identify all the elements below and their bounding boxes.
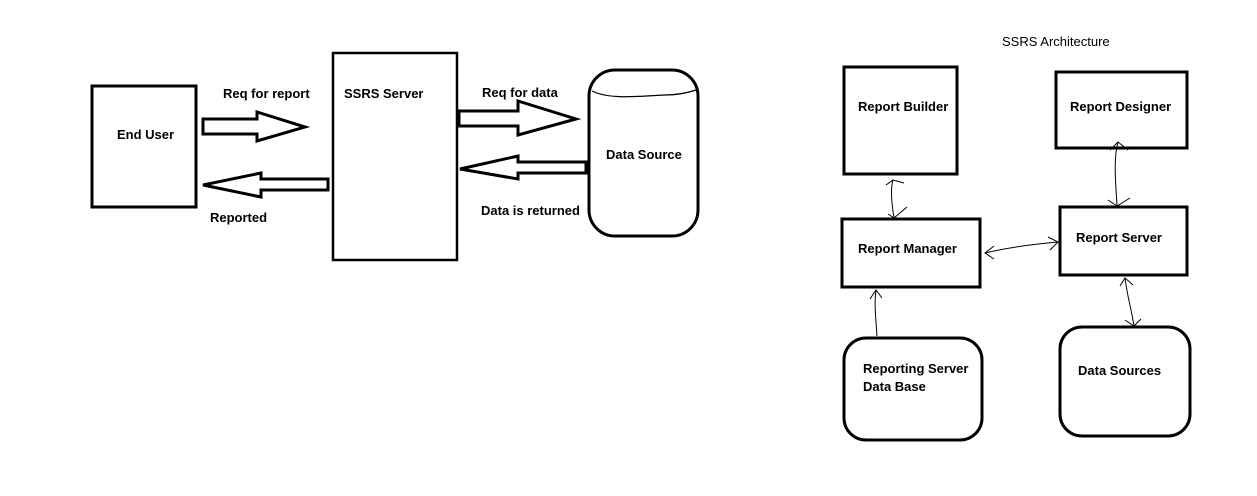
- data-source-cylinder-top-curve: [591, 89, 697, 98]
- manager-db-arrowhead-top: [869, 289, 883, 300]
- server-datasources-arrowhead-bottom: [1124, 318, 1142, 327]
- end-user-label: End User: [117, 127, 174, 142]
- builder-manager-arrowhead-bottom: [887, 206, 908, 219]
- req-for-data-arrow: [457, 98, 582, 137]
- report-manager-box: [840, 217, 982, 289]
- ssrs-architecture-labels: SSRS Architecture Report Builder Report …: [858, 34, 1171, 394]
- ssrs-server-label: SSRS Server: [344, 86, 424, 101]
- report-server-label: Report Server: [1076, 230, 1162, 245]
- reporting-server-db-label-line1: Reporting Server: [863, 361, 968, 376]
- manager-server-connector: [984, 241, 1059, 254]
- request-flow-diagram: [90, 51, 700, 262]
- architecture-title: SSRS Architecture: [1002, 34, 1110, 49]
- data-sources-label: Data Sources: [1078, 363, 1161, 378]
- manager-server-arrowhead-right: [1047, 236, 1059, 251]
- reporting-server-db-label-line2: Data Base: [863, 379, 926, 394]
- builder-manager-connector: [890, 179, 895, 219]
- server-datasources-connector: [1124, 277, 1135, 327]
- manager-db-connector: [874, 289, 878, 337]
- req-for-report-label: Req for report: [223, 86, 310, 101]
- designer-server-connector: [1114, 141, 1119, 207]
- manager-server-arrowhead-left: [984, 245, 995, 260]
- builder-manager-arrowhead-top: [885, 179, 905, 186]
- data-is-returned-label: Data is returned: [481, 203, 580, 218]
- ssrs-architecture-diagram: [840, 65, 1192, 442]
- data-source-label: Data Source: [606, 147, 682, 162]
- reporting-server-db-box: [842, 336, 984, 442]
- report-designer-box: [1054, 70, 1189, 150]
- report-builder-box: [842, 65, 959, 176]
- ssrs-server-box: [331, 51, 459, 262]
- req-for-data-label: Req for data: [482, 85, 559, 100]
- report-server-box: [1058, 205, 1189, 277]
- data-returned-arrow: [459, 154, 588, 181]
- server-datasources-arrowhead-top: [1119, 277, 1134, 287]
- connectors: [869, 141, 1142, 337]
- req-for-report-arrow: [201, 109, 311, 143]
- data-source-cylinder: [587, 68, 700, 238]
- report-designer-label: Report Designer: [1070, 99, 1171, 114]
- end-user-box: [90, 84, 198, 209]
- report-builder-label: Report Builder: [858, 99, 948, 114]
- reported-label: Reported: [210, 210, 267, 225]
- designer-server-arrowhead-bottom: [1107, 197, 1131, 207]
- request-flow-labels: End User SSRS Server Data Source Req for…: [117, 85, 682, 225]
- report-manager-label: Report Manager: [858, 241, 957, 256]
- data-sources-box: [1058, 325, 1192, 438]
- designer-server-arrowhead-top: [1109, 141, 1129, 151]
- reported-arrow: [202, 171, 330, 199]
